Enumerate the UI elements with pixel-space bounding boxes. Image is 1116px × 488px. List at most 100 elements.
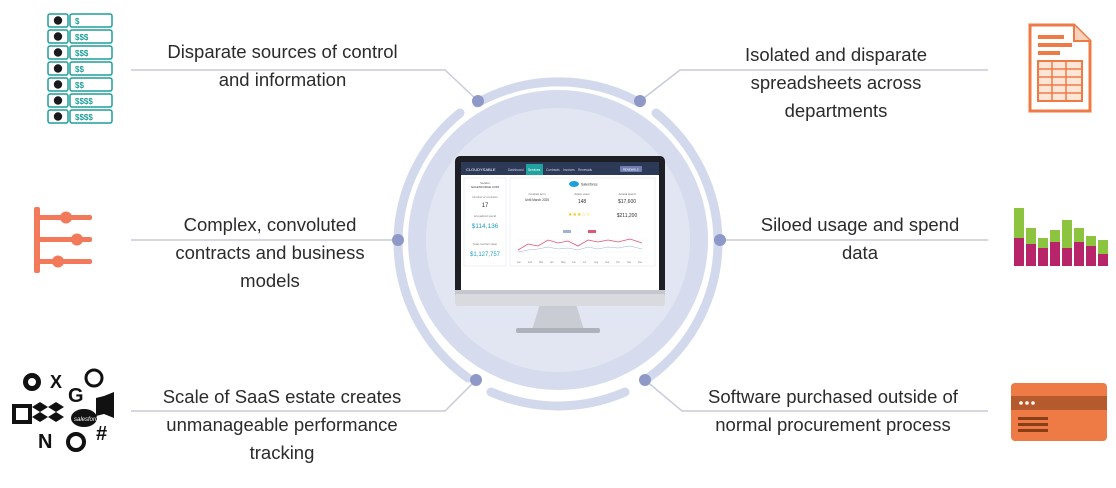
source-row: $$$: [47, 45, 113, 60]
source-row: $: [47, 13, 113, 28]
month-tick: Jul: [583, 261, 587, 264]
mini-chart-line-2: [517, 245, 643, 253]
nav-item[interactable]: Contracts: [546, 168, 560, 172]
app-brand: CLOUDYSABLE: [466, 167, 496, 172]
svg-text:Total contract value: Total contract value: [473, 242, 498, 246]
usage-bar-bottom: [1086, 246, 1096, 266]
slack-icon: #: [96, 423, 107, 445]
source-cost: $$: [75, 65, 84, 74]
svg-text:148: 148: [578, 199, 587, 205]
svg-text:Until March 2025: Until March 2025: [525, 198, 549, 202]
usage-bar-bottom: [1038, 248, 1048, 266]
month-tick: Sep: [605, 261, 610, 264]
g-logo-icon: [53, 96, 63, 105]
svg-text:SALESFORCE.COM: SALESFORCE.COM: [471, 185, 500, 189]
spend-legend-swatch: [588, 230, 596, 233]
usage-bar-top: [1098, 240, 1108, 254]
nav-item[interactable]: Dashboard: [508, 168, 524, 172]
month-tick: Jan: [517, 261, 522, 264]
source-row: $$$: [47, 29, 113, 44]
svg-text:$211,200: $211,200: [617, 213, 638, 219]
nav-item[interactable]: Invoices: [563, 168, 575, 172]
rating-stars: ★★★☆☆: [568, 212, 591, 218]
month-tick: Jun: [572, 261, 577, 264]
outer-ring: [393, 77, 723, 411]
monitor-chin: [455, 292, 665, 306]
usage-legend-swatch: [563, 230, 571, 233]
usage-bar-top: [1062, 220, 1072, 248]
svg-text:salesforce: salesforce: [74, 417, 102, 423]
spend-value: $114,136: [472, 223, 499, 230]
source-list-icon: $$$$$$$$$$$$$$$$$$$: [47, 13, 113, 124]
github-icon: [53, 16, 63, 25]
usage-bar-bottom: [1074, 242, 1084, 266]
o-logo-icon: [53, 32, 63, 41]
usage-bar-top: [1074, 228, 1084, 242]
month-tick: Oct: [616, 261, 620, 264]
label-saas-estate: Scale of SaaS estate creates unmanageabl…: [162, 386, 402, 463]
monitor-base: [516, 328, 600, 333]
side-panel: [463, 177, 507, 267]
office-icon: [96, 392, 114, 418]
usage-bar-top: [1086, 236, 1096, 246]
svg-text:Salesforce: Salesforce: [581, 183, 598, 187]
source-cost: $$$: [75, 49, 89, 58]
month-tick: Mar: [539, 261, 543, 264]
metric-cards: Contract term Until March 2025 Active us…: [525, 192, 638, 219]
svg-text:Number of contracts: Number of contracts: [472, 195, 498, 199]
usage-bar-top: [1050, 230, 1060, 242]
source-cost: $: [75, 17, 80, 26]
main-panel: [509, 177, 656, 267]
app-nav: Dashboard Services Contracts Invoices Re…: [508, 164, 592, 175]
dropbox-icon: [32, 402, 64, 422]
nav-item[interactable]: Services: [528, 168, 541, 172]
usage-bar-bottom: [1014, 238, 1024, 266]
usage-bar-top: [1026, 228, 1036, 244]
month-tick: May: [561, 261, 566, 264]
svg-text:Annual spend: Annual spend: [618, 192, 636, 196]
saas-logos-icon: X G salesforce N #: [12, 368, 114, 453]
box-icon: [12, 404, 32, 424]
svg-text:Annualized spend: Annualized spend: [474, 214, 497, 218]
source-cost: $$$$: [75, 97, 93, 106]
month-tick: Apr: [550, 261, 554, 264]
renewals-button[interactable]: [620, 166, 642, 172]
source-row: $$$$: [47, 93, 113, 108]
source-cost: $$$$: [75, 113, 93, 122]
svg-text:Vendor: Vendor: [480, 181, 490, 185]
month-tick: Dec: [638, 261, 643, 264]
connector-lines: [131, 69, 988, 412]
usage-bar-bottom: [1098, 254, 1108, 266]
spreadsheet-icon: [1028, 23, 1092, 113]
app-navbar: [461, 162, 659, 175]
salesforce-icon: [53, 112, 63, 121]
source-row: $$: [47, 61, 113, 76]
hub-icon: [84, 368, 104, 388]
source-cost: $$: [75, 81, 84, 90]
usage-bar-bottom: [1026, 244, 1036, 266]
source-row: $$$$: [47, 109, 113, 124]
label-isolated-spreadsheets: Isolated and disparate spreadsheets acro…: [744, 44, 928, 121]
o-logo-icon: [66, 432, 86, 452]
month-tick: Nov: [627, 261, 632, 264]
monitor-stand: [532, 304, 584, 330]
purchase-card-icon: [1011, 383, 1107, 441]
g-logo-icon: G: [68, 385, 84, 407]
svg-text:RENEWALS: RENEWALS: [623, 168, 639, 172]
nav-item[interactable]: Renewals: [578, 168, 592, 172]
usage-bar-top: [1014, 208, 1024, 238]
contracts-count: 17: [482, 203, 489, 209]
salesforce-logo-icon: [569, 181, 579, 187]
usage-bar-bottom: [1050, 242, 1060, 266]
source-row: $$: [47, 77, 113, 92]
connector-dots: [392, 95, 726, 386]
label-disparate-sources: Disparate sources of control and informa…: [167, 41, 398, 90]
label-siloed-usage: Siloed usage and spend data: [760, 214, 960, 263]
slack-icon: [53, 64, 63, 73]
usage-bar-bottom: [1062, 248, 1072, 266]
usage-bars-icon: [1014, 208, 1108, 266]
svg-text:Active users: Active users: [574, 192, 590, 196]
source-cost: $$$: [75, 33, 89, 42]
